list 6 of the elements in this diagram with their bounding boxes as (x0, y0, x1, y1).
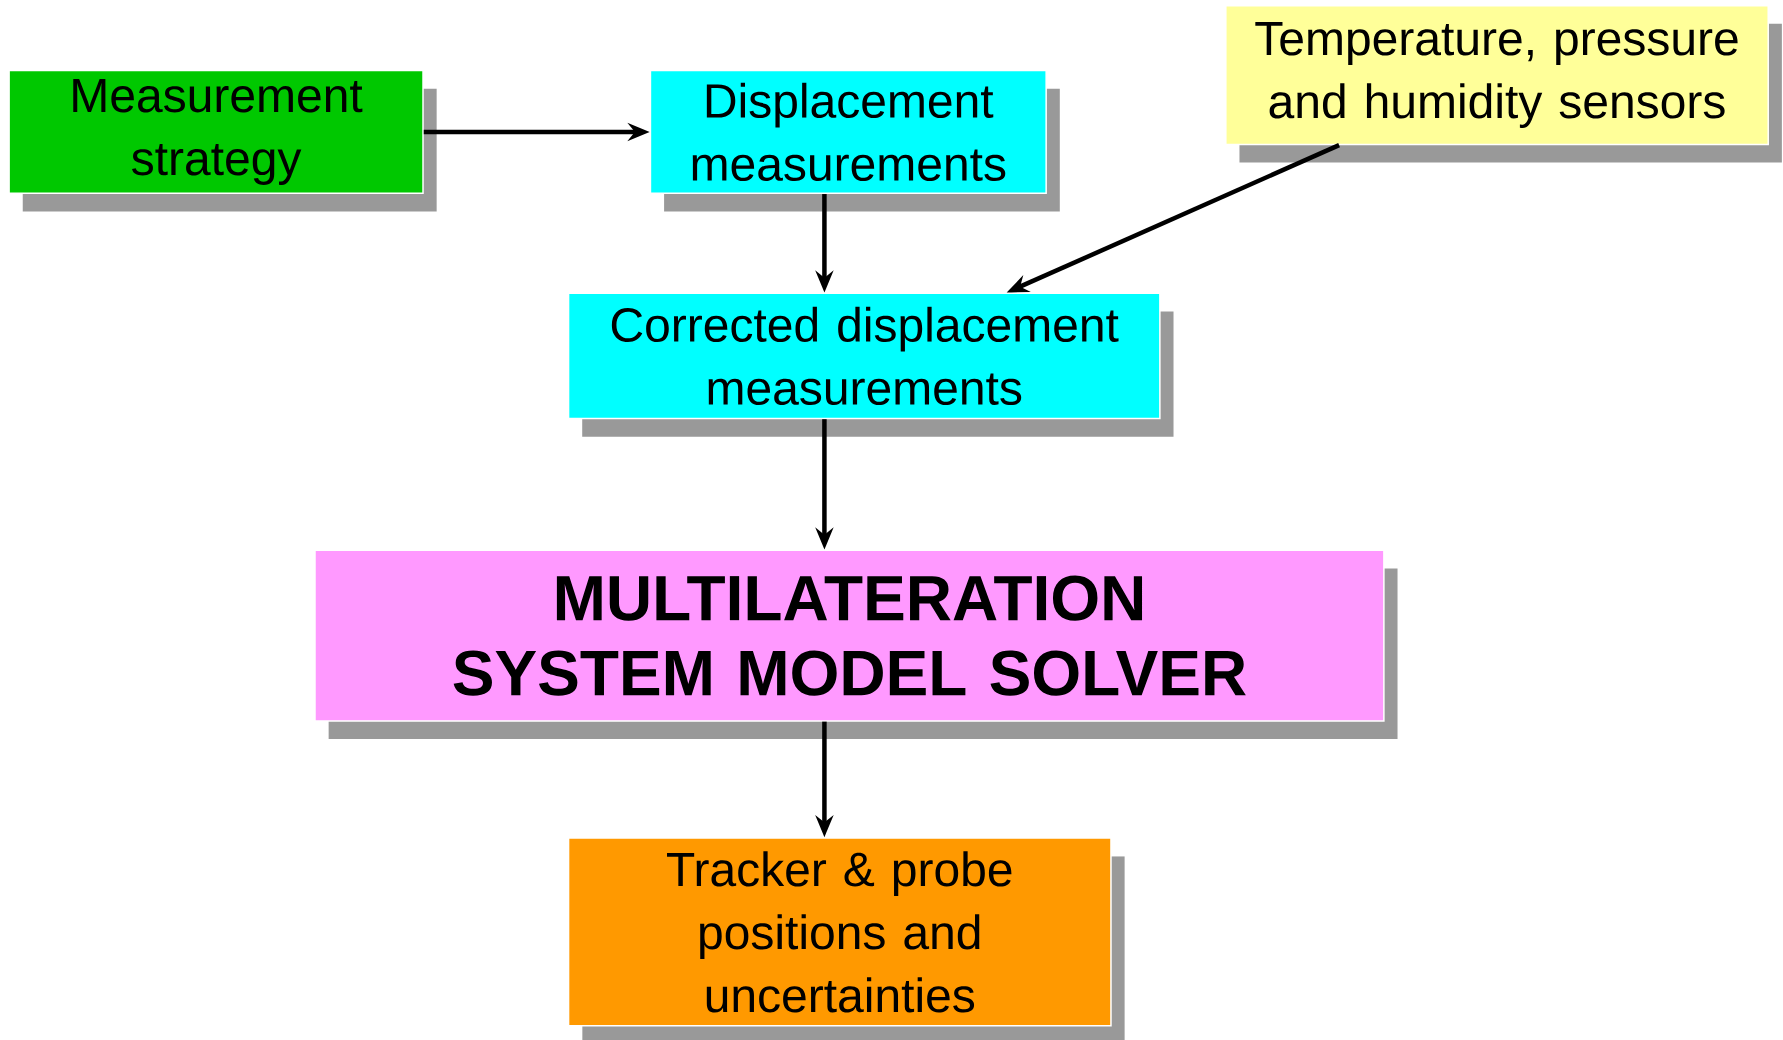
process-box: Displacement measurements (649, 69, 1060, 212)
process-box: Measurement strategy (8, 69, 437, 212)
process-box: Corrected displacement measurements (567, 292, 1174, 437)
process-box: Tracker & probe positions and uncertainties (567, 837, 1125, 1040)
process-box: Temperature, pressure and humidity sensors (1225, 4, 1782, 163)
process-box: MULTILATERATION SYSTEM MODEL SOLVER (314, 549, 1398, 740)
